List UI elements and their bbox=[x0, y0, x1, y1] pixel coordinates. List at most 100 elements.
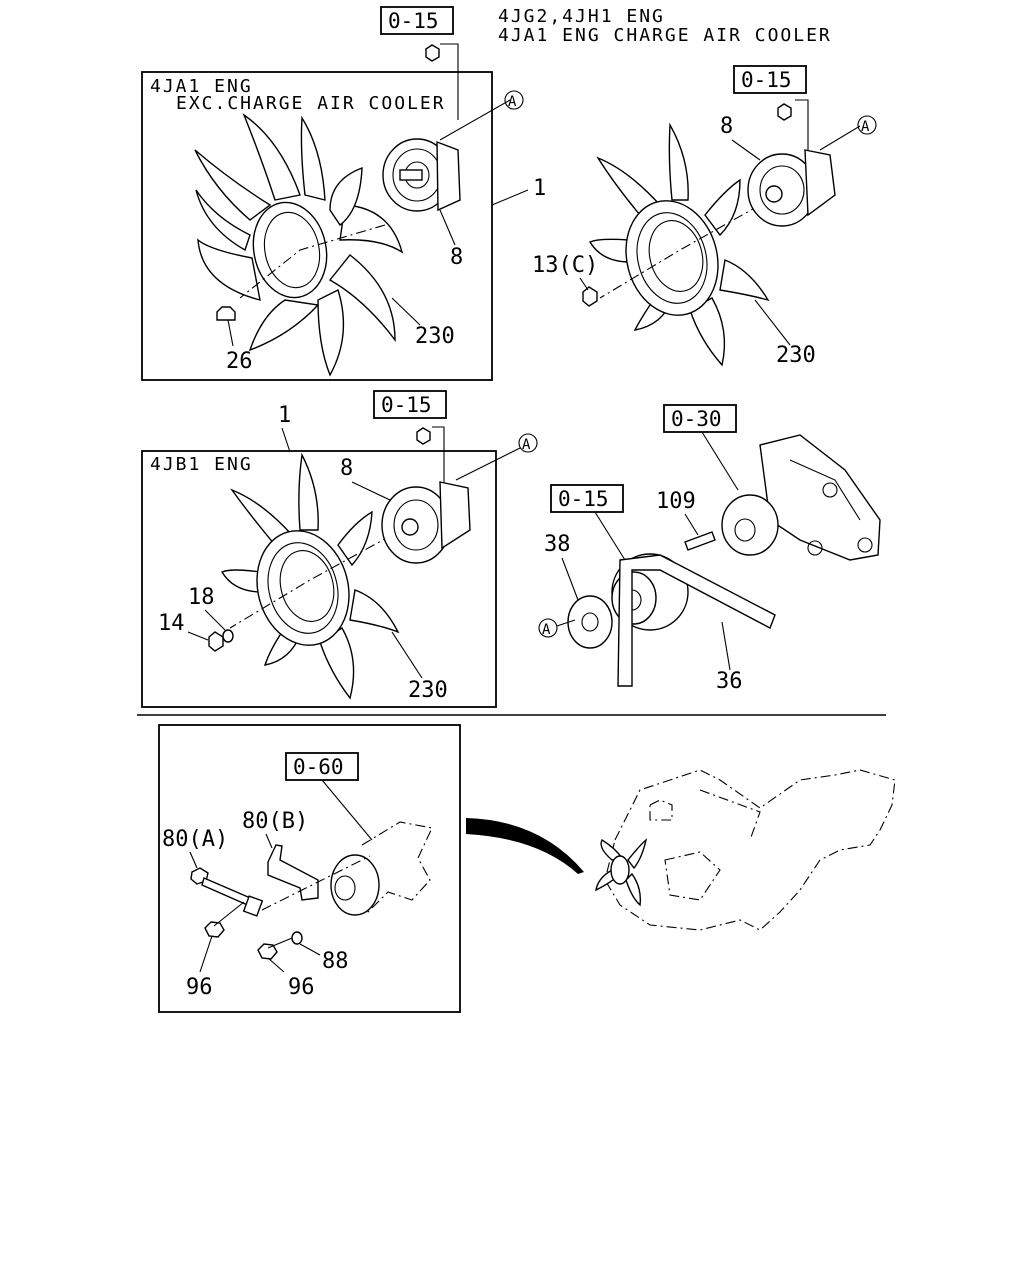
leader-230 bbox=[754, 299, 791, 346]
leader-8 bbox=[731, 139, 761, 161]
leader-callout-a bbox=[556, 619, 576, 627]
part-label-96-left: 96 bbox=[186, 975, 213, 1000]
leader-18 bbox=[204, 609, 226, 631]
callout-a-circle bbox=[857, 115, 877, 135]
fan-bracket-group: 0-60 80(A) 80(B) 96 96 bbox=[158, 724, 461, 1013]
part-label-96-right: 96 bbox=[288, 975, 315, 1000]
ref-box-0-15 bbox=[380, 6, 454, 35]
fan-clutch-icon bbox=[382, 138, 461, 212]
ref-box-0-15 bbox=[373, 390, 447, 419]
leader-8 bbox=[351, 481, 391, 501]
callout-a-circle bbox=[518, 433, 538, 453]
leader-109 bbox=[684, 513, 699, 536]
ref-box-0-30 bbox=[663, 404, 737, 433]
ref-leader-pulley bbox=[594, 511, 626, 561]
part-label-14: 14 bbox=[158, 611, 185, 636]
pulley-spacer-icon bbox=[567, 595, 613, 649]
ref-leader bbox=[432, 426, 445, 490]
callout-a-label: A bbox=[861, 119, 870, 135]
nut-icon bbox=[777, 103, 792, 121]
ref-label-pump: 0-30 bbox=[671, 407, 722, 431]
panel-title: 4JA1 ENG bbox=[150, 76, 253, 97]
cooling-fan-6-blade-icon bbox=[588, 122, 770, 367]
panel-4jg2-4jh1-fan: 0-15 A 8 13(C) 230 bbox=[532, 65, 877, 368]
ref-leader bbox=[795, 99, 809, 165]
part-label-80b: 80(B) bbox=[242, 809, 308, 834]
washer-icon bbox=[222, 629, 234, 643]
ref-label-pulley: 0-15 bbox=[558, 487, 609, 511]
leader-1 bbox=[491, 189, 529, 206]
adjusting-bolt-icon bbox=[190, 867, 264, 917]
leader-230 bbox=[391, 631, 423, 679]
fan-pulley-housing-icon bbox=[330, 821, 433, 916]
part-label-18: 18 bbox=[188, 585, 215, 610]
leader-38 bbox=[561, 557, 579, 601]
ref-label: 0-15 bbox=[741, 68, 792, 92]
leader-80a bbox=[189, 851, 198, 869]
part-label-230: 230 bbox=[776, 343, 816, 368]
part-label-13c: 13(C) bbox=[532, 253, 598, 278]
nut-icon bbox=[582, 286, 598, 307]
header-charge-air-cooler: 4JA1 ENG CHARGE AIR COOLER bbox=[498, 25, 832, 46]
ref-label: 0-15 bbox=[388, 9, 439, 33]
callout-a-circle bbox=[538, 618, 558, 638]
leader-96-right bbox=[267, 957, 285, 973]
panel-4ja1-exc-charge-air-cooler: 4JA1 ENG EXC.CHARGE AIR COOLER 0-15 bbox=[141, 6, 546, 381]
callout-a-label: A bbox=[522, 437, 531, 453]
center-line bbox=[229, 534, 393, 629]
callout-a-circle bbox=[504, 90, 524, 110]
ref-box-0-15 bbox=[733, 65, 807, 94]
ref-leader bbox=[440, 43, 459, 120]
part-label-38: 38 bbox=[544, 532, 571, 557]
leader-13c bbox=[579, 277, 589, 291]
leader-26 bbox=[227, 319, 234, 347]
bolt-icon bbox=[216, 306, 236, 321]
fan-clutch-icon bbox=[747, 149, 836, 227]
callout-a-label: A bbox=[542, 622, 551, 638]
leader-14 bbox=[187, 631, 209, 641]
leader-230 bbox=[391, 297, 421, 326]
center-line bbox=[261, 855, 371, 911]
ref-label: 0-60 bbox=[293, 755, 344, 779]
ref-leader bbox=[321, 779, 373, 841]
leader-1 bbox=[281, 427, 291, 453]
part-label-36: 36 bbox=[716, 669, 743, 694]
cooling-fan-8-blade-icon bbox=[194, 113, 404, 377]
part-label-8: 8 bbox=[340, 456, 353, 481]
part-label-8: 8 bbox=[720, 114, 733, 139]
ref-label: 0-15 bbox=[381, 393, 432, 417]
part-label-1: 1 bbox=[278, 403, 291, 428]
bolt-icon bbox=[204, 901, 245, 938]
v-belt-icon bbox=[617, 554, 776, 687]
part-label-1: 1 bbox=[533, 176, 546, 201]
leader-callout-a bbox=[439, 99, 511, 141]
part-label-88: 88 bbox=[322, 949, 349, 974]
callout-a-label: A bbox=[508, 94, 517, 110]
panel-title: 4JB1 ENG bbox=[150, 454, 253, 475]
bracket-icon bbox=[267, 844, 319, 901]
ref-box-0-15 bbox=[550, 484, 624, 513]
leader-80b bbox=[265, 833, 273, 849]
panel-frame bbox=[141, 450, 497, 708]
center-line bbox=[239, 224, 386, 299]
fan-clutch-icon bbox=[381, 481, 471, 564]
washer-icon bbox=[291, 931, 303, 945]
locator-arrow-icon bbox=[466, 818, 584, 874]
part-label-8: 8 bbox=[450, 245, 463, 270]
engine-locator-icon bbox=[595, 769, 896, 931]
cooling-fan-6-blade-icon bbox=[220, 452, 400, 700]
leader-callout-a bbox=[455, 447, 521, 481]
leader-88 bbox=[299, 943, 321, 956]
water-pump-icon bbox=[721, 434, 881, 561]
part-label-230: 230 bbox=[408, 678, 448, 703]
part-label-80a: 80(A) bbox=[162, 827, 228, 852]
ref-leader-pump bbox=[701, 431, 739, 491]
bolt-icon bbox=[257, 937, 293, 960]
nut-icon bbox=[425, 44, 440, 62]
leader-callout-a bbox=[819, 125, 861, 151]
part-label-26: 26 bbox=[226, 349, 253, 374]
nut-icon bbox=[416, 427, 431, 445]
leader-8 bbox=[439, 209, 456, 246]
leader-36 bbox=[721, 621, 731, 671]
